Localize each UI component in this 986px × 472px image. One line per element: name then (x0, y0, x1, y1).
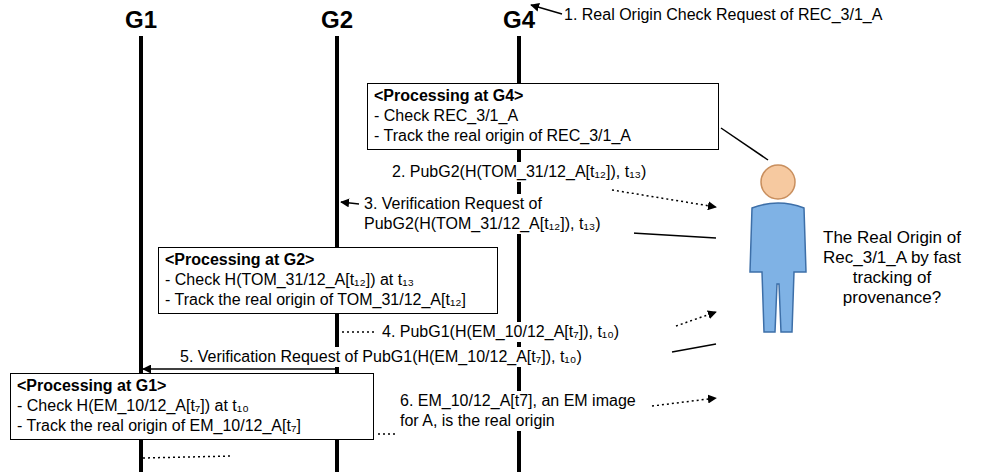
box-line: - Check REC_3/1_A (374, 106, 712, 126)
box-heading: <Processing at G4> (374, 86, 712, 106)
lifeline-name: G2 (307, 6, 367, 34)
box-line: - Check H(TOM_31/12_A[t₁₂]) at t₁₃ (165, 270, 491, 290)
message-label: 5. Verification Request of PubG1(H(EM_10… (178, 347, 584, 367)
leader-line (672, 344, 716, 352)
dotted-arrow (652, 398, 716, 406)
dotted-line (342, 331, 376, 333)
dotted-arrow (676, 312, 716, 326)
lifeline-name: G4 (489, 6, 549, 34)
leader-line (632, 233, 716, 238)
box-heading: <Processing at G1> (17, 376, 367, 396)
leader-line (721, 128, 768, 160)
message-label: 3. Verification Request of PubG2(H(TOM_3… (362, 194, 634, 234)
request-arrow (531, 5, 562, 14)
message-label: 6. EM_10/12_A[t7], an EM image for A, is… (398, 391, 648, 431)
request-arrow (341, 202, 359, 204)
message-arrow (143, 368, 335, 370)
dotted-line (378, 433, 395, 435)
box-line: - Track the real origin of TOM_31/12_A[t… (165, 290, 491, 310)
person-figure (750, 165, 806, 332)
message-label: 1. Real Origin Check Request of REC_3/1_… (564, 5, 882, 25)
message-label: 2. PubG2(H(TOM_31/12_A[t₁₂]), t₁₃) (390, 162, 648, 182)
question-note: The Real Origin of Rec_3/1_A by fast tra… (806, 228, 978, 308)
box-line: - Check H(EM_10/12_A[t₇]) at t₁₀ (17, 396, 367, 416)
dotted-line (143, 456, 232, 458)
box-line: - Track the real origin of REC_3/1_A (374, 126, 712, 146)
box-line: - Track the real origin of EM_10/12_A[t₇… (17, 416, 367, 436)
lifeline-name: G1 (111, 6, 171, 34)
process-box: <Processing at G4>- Check REC_3/1_A- Tra… (367, 83, 719, 150)
process-box: <Processing at G2>- Check H(TOM_31/12_A[… (158, 247, 498, 314)
message-label: 4. PubG1(H(EM_10/12_A[t₇]), t₁₀) (380, 322, 621, 342)
process-box: <Processing at G1>- Check H(EM_10/12_A[t… (10, 373, 374, 440)
box-heading: <Processing at G2> (165, 250, 491, 270)
